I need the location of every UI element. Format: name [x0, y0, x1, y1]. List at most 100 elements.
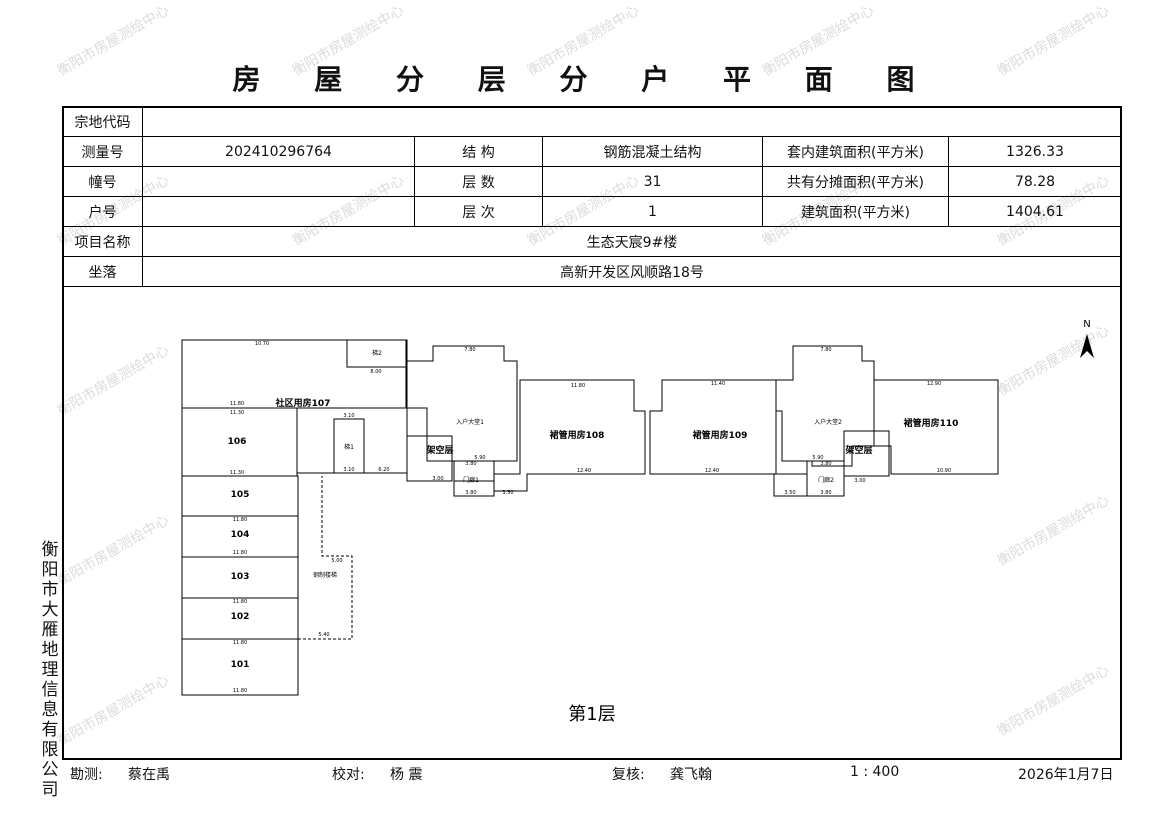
north-arrow-icon: N [1080, 319, 1094, 358]
hu-value [142, 196, 415, 227]
room-103-label: 103 [231, 572, 250, 582]
dim-label: 3.50 [502, 490, 513, 496]
dim-label: 11.80 [233, 550, 247, 556]
dim-label: 3.80 [820, 490, 831, 496]
date: 2026年1月7日 [1018, 767, 1114, 783]
info-table: 宗地代码 测量号 202410296764 结 构 钢筋混凝土结构 套内建筑面积… [62, 106, 1122, 287]
dim-label: 11.80 [233, 640, 247, 646]
void1-outline [406, 435, 453, 482]
cengshu-value: 31 [542, 166, 763, 197]
stair-label: 钢制楼梯 [313, 571, 337, 579]
jiaodui-value: 杨 震 [390, 767, 423, 783]
room-109-outline [649, 379, 777, 475]
hall2-outline [775, 345, 875, 467]
dim-label: 11.80 [230, 401, 244, 407]
lift1-label: 梯1 [344, 443, 354, 451]
dim-label: 3.80 [465, 461, 476, 467]
hu-label: 户号 [62, 196, 143, 227]
room-109-label: 裙管用房109 [693, 429, 748, 441]
cengshu-label: 层 数 [414, 166, 543, 197]
jianzhu-value: 1404.61 [948, 196, 1122, 227]
page-title: 房 屋 分 层 分 户 平 面 图 [232, 63, 937, 96]
room-102-label: 102 [231, 612, 250, 622]
room-104-label: 104 [231, 530, 250, 540]
hall1-label: 入户大堂1 [456, 418, 484, 426]
dim-label: 3.00 [432, 476, 443, 482]
jiegou-value: 钢筋混凝土结构 [542, 136, 763, 167]
room-101-label: 101 [231, 660, 250, 670]
lift2-outline [346, 339, 408, 368]
celiang-value: 202410296764 [142, 136, 415, 167]
taonei-value: 1326.33 [948, 136, 1122, 167]
zongdi-label: 宗地代码 [62, 106, 143, 137]
dim-label: 11.30 [230, 410, 244, 416]
zhuang-label: 幢号 [62, 166, 143, 197]
dim-label: 3.50 [784, 490, 795, 496]
dim-label: 12.40 [705, 468, 719, 474]
xiangmu-value: 生态天宸9#楼 [142, 226, 1122, 257]
scale: 1 : 400 [850, 764, 900, 780]
zuoluo-label: 坐落 [62, 256, 143, 287]
dim-label: 11.30 [230, 470, 244, 476]
dim-label: 11.80 [233, 688, 247, 694]
jiaodui-label: 校对: [332, 767, 365, 783]
door1-label: 门廊1 [463, 476, 479, 484]
taonei-label: 套内建筑面积(平方米) [762, 136, 949, 167]
dim-label: 5.90 [474, 455, 485, 461]
room-110-outline [873, 379, 999, 475]
north-label: N [1083, 319, 1090, 330]
door1-outline [453, 460, 495, 497]
cengci-label: 层 次 [414, 196, 543, 227]
company-name: 衡阳市大雁地理信息有限公司 [41, 540, 59, 800]
gongyou-value: 78.28 [948, 166, 1122, 197]
zhuang-value [142, 166, 415, 197]
void1-label: 架空层 [425, 444, 453, 456]
void2-outline [843, 430, 890, 477]
floor-label: 第1层 [568, 704, 615, 725]
dim-label: 3.80 [820, 461, 831, 467]
dim-label: 10.90 [937, 468, 951, 474]
lift2-label: 梯2 [372, 349, 382, 357]
dim-label: 5.40 [318, 632, 329, 638]
room-108-outline [493, 379, 646, 492]
xiangmu-label: 项目名称 [62, 226, 143, 257]
room-110-label: 裙管用房110 [904, 417, 959, 429]
cengci-value: 1 [542, 196, 763, 227]
void2-label: 架空层 [844, 444, 872, 456]
hall2-label: 入户大堂2 [814, 418, 842, 426]
dim-label: 3.10 [343, 467, 354, 473]
kance-label: 勘测: [70, 767, 103, 783]
floor-plan: 社区用房107 106 105 104 103 102 101 裙管用房108 … [181, 319, 1094, 725]
dim-label: 5.00 [331, 558, 342, 564]
zuoluo-value: 高新开发区风顺路18号 [142, 256, 1122, 287]
dim-label: 10.70 [255, 341, 269, 347]
kance-value: 蔡在禹 [128, 767, 170, 783]
zongdi-value [142, 106, 1122, 137]
dim-label: 11.80 [571, 383, 585, 389]
celiang-label: 测量号 [62, 136, 143, 167]
dim-label: 3.00 [854, 478, 865, 484]
dim-label: 11.40 [711, 381, 725, 387]
door2-label: 门廊2 [818, 476, 834, 484]
room-106-label: 106 [228, 437, 247, 447]
room-108-label: 裙管用房108 [550, 429, 605, 441]
dim-label: 11.80 [233, 517, 247, 523]
dim-label: 6.20 [378, 467, 389, 473]
dim-label: 7.80 [820, 347, 831, 353]
jianzhu-label: 建筑面积(平方米) [762, 196, 949, 227]
dim-label: 12.90 [927, 381, 941, 387]
fuhe-value: 龚飞翰 [670, 767, 712, 783]
dim-label: 7.80 [464, 347, 475, 353]
fuhe-label: 复核: [612, 767, 645, 783]
stair-outline [298, 476, 353, 640]
dim-label: 12.40 [577, 468, 591, 474]
room-105-label: 105 [231, 490, 250, 500]
dim-label: 3.10 [343, 413, 354, 419]
stair2-outline [773, 473, 808, 497]
dim-label: 3.80 [465, 490, 476, 496]
dim-label: 5.90 [812, 455, 823, 461]
dim-label: 8.00 [370, 369, 381, 375]
jiegou-label: 结 构 [414, 136, 543, 167]
dim-label: 11.80 [233, 599, 247, 605]
room-101-outline [181, 638, 299, 696]
